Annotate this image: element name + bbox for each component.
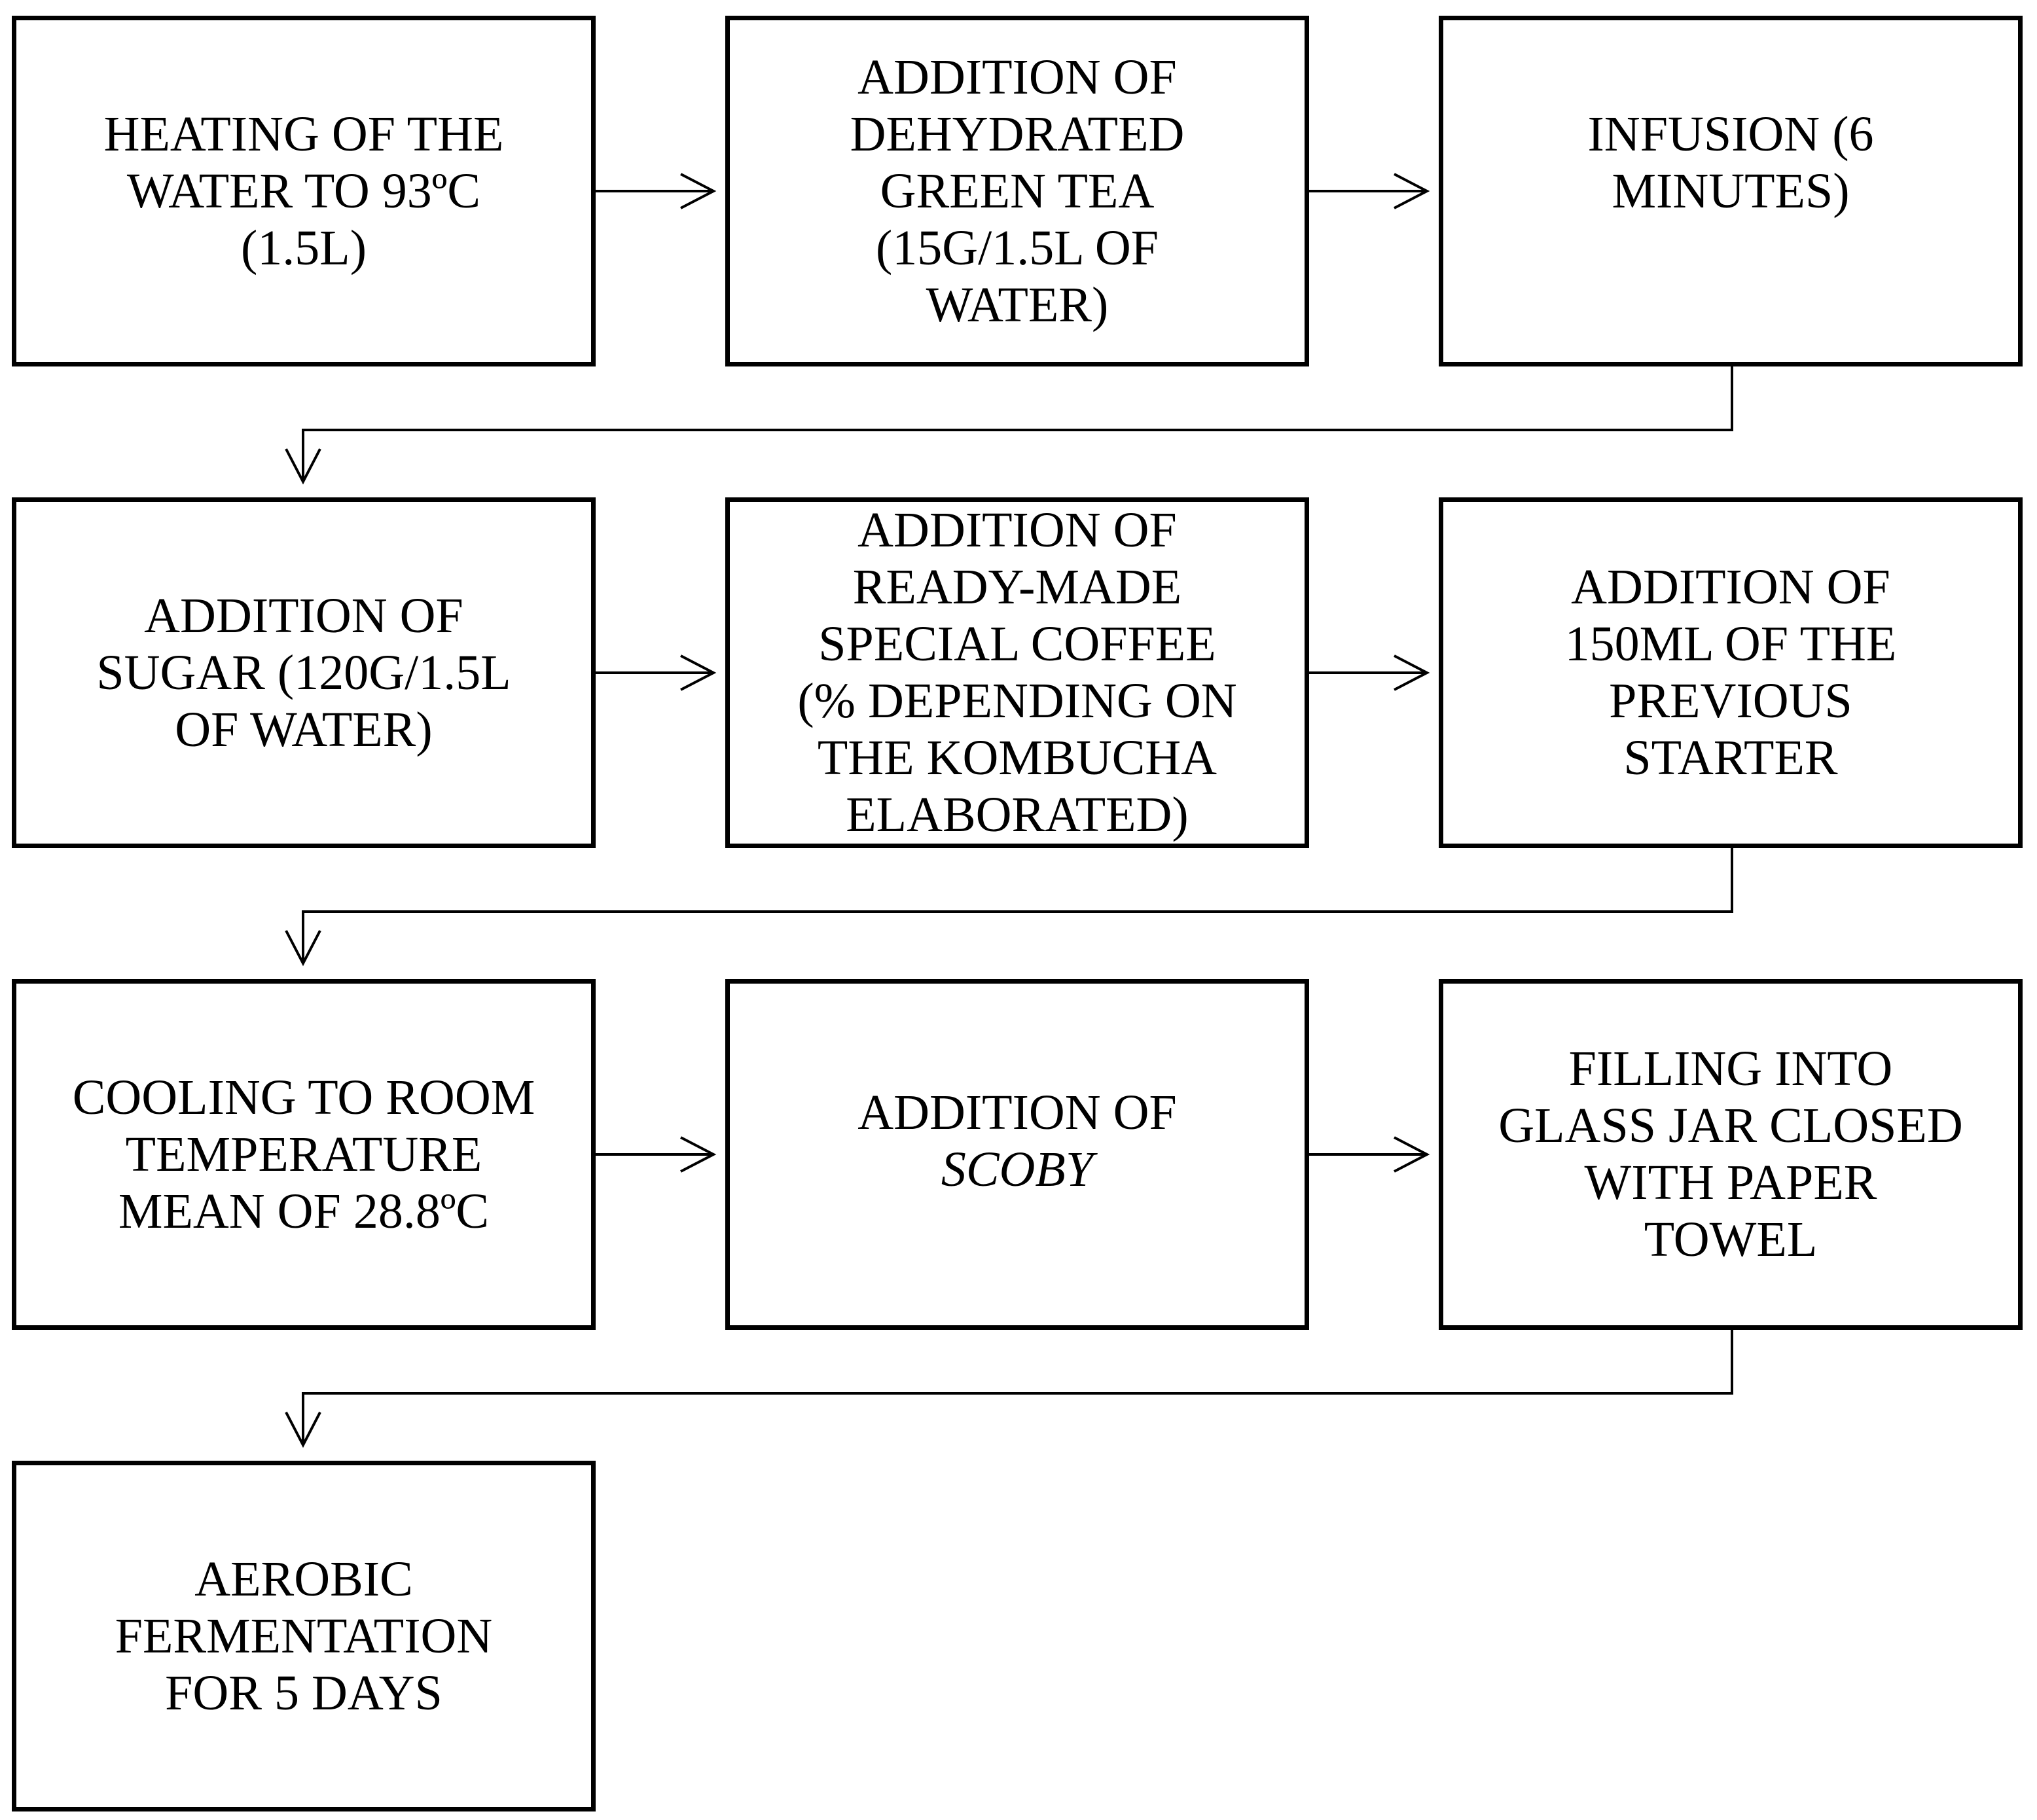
step-add-starter-text: ADDITION OF 150ML OF THE PREVIOUS STARTE… [1565,559,1897,787]
step-text-line: FILLING INTO [1568,1041,1893,1096]
step-text-line: HEATING OF THE [103,106,504,162]
step-text-line: FERMENTATION [115,1608,493,1664]
step-text-line: READY-MADE [852,560,1182,615]
step-add-sugar-box: ADDITION OF SUGAR (120G/1.5L OF WATER) [12,497,596,848]
step-text-line: ADDITION OF [857,1085,1177,1140]
step-filling-box: FILLING INTO GLASS JAR CLOSED WITH PAPER… [1439,979,2023,1330]
step-text-line: (15G/1.5L OF [875,220,1159,276]
step-text-line: COOLING TO ROOM [72,1069,535,1125]
step-text-line: SUGAR (120G/1.5L [96,645,511,700]
step-text-line: (1.5L) [240,220,367,276]
arrow-sugar-to-coffee [596,654,717,691]
step-cooling-box: COOLING TO ROOM TEMPERATURE MEAN OF 28.8… [12,979,596,1330]
step-add-starter-box: ADDITION OF 150ML OF THE PREVIOUS STARTE… [1439,497,2023,848]
step-text-line: AEROBIC [194,1551,413,1607]
step-cooling-text: COOLING TO ROOM TEMPERATURE MEAN OF 28.8… [73,1069,535,1240]
step-text-line: GREEN TEA [880,163,1155,219]
step-add-sugar-text: ADDITION OF SUGAR (120G/1.5L OF WATER) [96,588,511,758]
arrow-heating-to-green-tea [596,173,717,209]
step-text-line: STARTER [1623,730,1838,785]
step-text-line: GLASS JAR CLOSED [1498,1098,1963,1153]
step-text-line: WITH PAPER [1584,1155,1877,1210]
arrow-filling-to-fermentation [285,1330,1733,1448]
step-text-line: OF WATER) [175,702,433,757]
step-add-scoby-box: ADDITION OF SCOBY [725,979,1309,1330]
step-text-line: ADDITION OF [857,503,1177,558]
step-text-line: WATER TO 93ºC [126,163,481,219]
step-text-line: MINUTES) [1612,164,1850,219]
step-heating-box: HEATING OF THE WATER TO 93ºC (1.5L) [12,16,596,366]
step-text-line: PREVIOUS [1609,673,1852,728]
step-text-line: WATER) [926,277,1109,332]
step-fermentation-text: AEROBIC FERMENTATION FOR 5 DAYS [115,1551,493,1722]
arrow-scoby-to-filling [1309,1136,1430,1173]
step-heating-text: HEATING OF THE WATER TO 93ºC (1.5L) [104,106,504,277]
step-text-line: TOWEL [1644,1212,1818,1267]
step-add-green-tea-box: ADDITION OF DEHYDRATED GREEN TEA (15G/1.… [725,16,1309,366]
step-text-line: SPECIAL COFFEE [818,616,1216,671]
arrow-coffee-to-starter [1309,654,1430,691]
step-text-line: FOR 5 DAYS [165,1665,442,1721]
arrow-cooling-to-scoby [596,1136,717,1173]
step-text-line: 150ML OF THE [1564,616,1897,671]
arrow-green-tea-to-infusion [1309,173,1430,209]
step-text-line-scoby: SCOBY [941,1142,1094,1197]
step-add-coffee-box: ADDITION OF READY-MADE SPECIAL COFFEE (%… [725,497,1309,848]
arrow-infusion-to-sugar [285,366,1733,485]
step-text-line: THE KOMBUCHA [817,730,1217,785]
step-text-line: ADDITION OF [144,588,463,643]
step-text-line: ADDITION OF [1571,560,1890,615]
step-text-line: DEHYDRATED [850,106,1185,162]
step-text-line: MEAN OF 28.8ºC [118,1183,490,1239]
step-add-green-tea-text: ADDITION OF DEHYDRATED GREEN TEA (15G/1.… [850,49,1185,334]
step-filling-text: FILLING INTO GLASS JAR CLOSED WITH PAPER… [1498,1041,1962,1268]
step-add-coffee-text: ADDITION OF READY-MADE SPECIAL COFFEE (%… [797,502,1236,844]
step-infusion-text: INFUSION (6 MINUTES) [1588,106,1874,220]
step-text-line: ELABORATED) [846,787,1189,842]
step-infusion-box: INFUSION (6 MINUTES) [1439,16,2023,366]
step-fermentation-box: AEROBIC FERMENTATION FOR 5 DAYS [12,1461,596,1811]
step-text-line: INFUSION (6 [1587,107,1874,162]
arrow-starter-to-cooling [285,848,1733,967]
step-text-line: (% DEPENDING ON [797,673,1237,728]
step-text-line: TEMPERATURE [125,1126,482,1182]
step-add-scoby-text: ADDITION OF SCOBY [857,1084,1177,1198]
step-text-line: ADDITION OF [857,49,1177,105]
